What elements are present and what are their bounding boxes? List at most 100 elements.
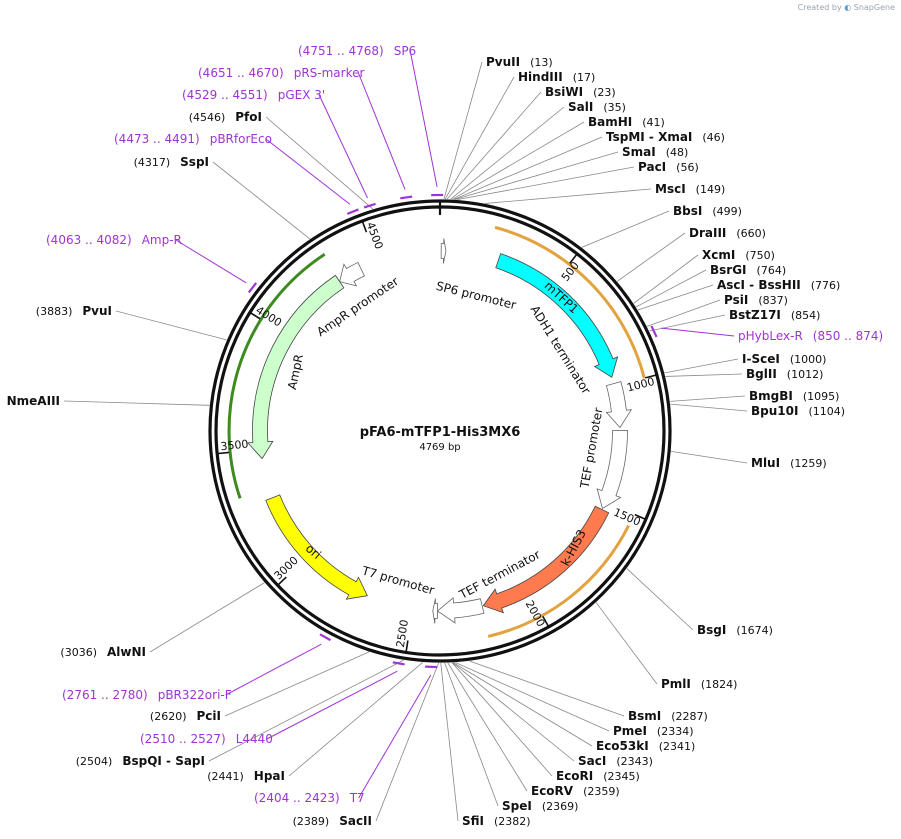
enzyme-ecorv[interactable]: EcoRV(2359) [531,784,620,798]
enzyme-msci[interactable]: MscI(149) [655,182,725,196]
primer-label: (4063 .. 4082)Amp-R [46,233,182,247]
primer-sp6[interactable]: (4751 .. 4768)SP6 [298,44,416,58]
enzyme-paci[interactable]: PacI(56) [638,160,699,174]
enzyme-name: PmeI [613,724,647,738]
enzyme-asci-bsshii[interactable]: AscI - BssHII(776) [717,278,840,292]
primer-label: (2404 .. 2423)T7 [254,791,365,805]
enzyme-pcii[interactable]: PciI(2620) [150,709,221,723]
enzyme-bstz17i[interactable]: BstZ17I(854) [729,308,820,322]
enzyme-leader [455,662,610,732]
primer-range: (4473 .. 4491) [114,132,200,146]
tick-2500 [405,640,409,653]
enzyme-pvui[interactable]: PvuI(3883) [36,304,112,318]
enzyme-leader [452,121,585,200]
primer-pgex-3[interactable]: (4529 .. 4551)pGEX 3' [182,88,325,102]
primer-label: (2510 .. 2527)L4440 [140,732,273,746]
enzyme-bsrgi[interactable]: BsrGI(764) [710,263,786,277]
enzyme-bpu10i[interactable]: Bpu10I(1104) [751,404,845,418]
enzyme-pmei[interactable]: PmeI(2334) [613,724,693,738]
enzyme-bglii[interactable]: BglII(1012) [746,367,823,381]
feature-ampr[interactable] [247,274,345,460]
enzyme-position: (776) [811,279,841,292]
feature-tef-promoter[interactable] [596,430,628,510]
enzyme-bsmi[interactable]: BsmI(2287) [628,709,708,723]
enzyme-sali[interactable]: SalI(35) [568,100,626,114]
primer-pbr322ori-f[interactable]: (2761 .. 2780)pBR322ori-F [62,688,232,702]
feature-sp6-promoter[interactable] [440,238,447,264]
enzyme-i-scei[interactable]: I-SceI(1000) [742,352,826,366]
enzyme-leader [635,269,707,308]
enzyme-bmgbi[interactable]: BmgBI(1095) [749,389,839,403]
enzyme-ecori[interactable]: EcoRI(2345) [556,769,640,783]
tick-4000 [249,311,261,320]
enzyme-pmli[interactable]: PmlI(1824) [661,677,737,691]
feature-label-ampr: AmpR [285,353,306,391]
enzyme-leader [444,76,515,200]
tick-2000 [542,615,550,628]
enzyme-mlui[interactable]: MluI(1259) [751,456,827,470]
feature-label-tef-promoter: TEF promoter [577,407,605,491]
enzyme-position: (46) [702,131,725,144]
feature-t7-promoter[interactable] [432,598,439,624]
enzyme-smai[interactable]: SmaI(48) [622,145,688,159]
primer-label: (4751 .. 4768)SP6 [298,44,416,58]
enzyme-xcmi[interactable]: XcmI(750) [702,248,775,262]
primer-amp-r[interactable]: (4063 .. 4082)Amp-R [46,233,182,247]
primer-site-marker [363,202,376,209]
primer-site-marker [650,325,658,338]
primer-range: (4751 .. 4768) [298,44,384,58]
enzyme-nmeaiii[interactable]: NmeAIII(3661) [0,394,60,408]
primer-leader [358,674,432,799]
enzyme-name: HindIII [518,70,563,84]
feature-ampr-promoter[interactable] [339,261,366,287]
enzyme-name: MluI [751,456,780,470]
enzyme-position: (750) [745,249,775,262]
primer-pbrforeco[interactable]: (4473 .. 4491)pBRforEco [114,132,272,146]
feature-ori[interactable] [265,494,368,600]
enzyme-tspmi-xmai[interactable]: TspMI - XmaI(46) [606,130,725,144]
primer-phyblex-r[interactable]: pHybLex-R(850 .. 874) [738,329,883,343]
enzyme-alwni[interactable]: AlwNI(3036) [60,645,146,659]
enzyme-position: (2343) [616,755,653,768]
enzyme-bsiwi[interactable]: BsiWI(23) [545,85,616,99]
enzyme-sfii[interactable]: SfiI(2382) [462,814,531,828]
enzyme-name: Bpu10I [751,404,798,418]
enzyme-leader [451,662,553,777]
primer-prs-marker[interactable]: (4651 .. 4670)pRS-marker [198,66,364,80]
feature-k-his3[interactable] [482,505,610,614]
enzyme-position: (1000) [790,353,827,366]
enzyme-hindiii[interactable]: HindIII (17) [518,70,595,84]
feature-tef-terminator[interactable] [436,597,485,624]
enzyme-leader [469,660,625,717]
enzyme-name: BstZ17I [729,308,781,322]
enzyme-leader [288,662,424,777]
primer-t7[interactable]: (2404 .. 2423)T7 [254,791,365,805]
enzyme-bamhi[interactable]: BamHI(41) [588,115,665,129]
enzyme-draiii[interactable]: DraIII(660) [689,226,766,240]
enzyme-saci[interactable]: SacI(2343) [578,754,653,768]
enzyme-position: (4317) [134,156,171,169]
feature-adh1-terminator[interactable] [605,381,633,429]
enzyme-sacii[interactable]: SacII(2389) [293,814,372,828]
enzyme-sspi[interactable]: SspI(4317) [134,155,209,169]
enzyme-psii[interactable]: PsiI(837) [724,293,788,307]
enzyme-position: (17) [573,71,596,84]
enzyme-pvuii[interactable]: PvuII(13) [486,55,553,69]
enzyme-hpai[interactable]: HpaI(2441) [207,769,285,783]
enzyme-name: PciI [197,709,222,723]
enzyme-position: (1674) [736,624,773,637]
feature-mtfp1[interactable] [495,253,619,378]
enzyme-bbsi[interactable]: BbsI(499) [673,204,742,218]
enzyme-name: BglII [746,367,777,381]
enzyme-name: SpeI [502,799,532,813]
enzyme-leader [452,662,575,762]
primer-site-marker [247,282,257,294]
enzyme-spei[interactable]: SpeI(2369) [502,799,578,813]
primer-l4440[interactable]: (2510 .. 2527)L4440 [140,732,273,746]
enzyme-bsgi[interactable]: BsgI(1674) [697,623,773,637]
enzyme-bspqi-sapi[interactable]: BspQI - SapI(2504) [76,754,205,768]
enzyme-eco53ki[interactable]: Eco53kI(2341) [596,739,695,753]
enzyme-pfoi[interactable]: PfoI(4546) [189,110,262,124]
enzyme-name: PsiI [724,293,748,307]
